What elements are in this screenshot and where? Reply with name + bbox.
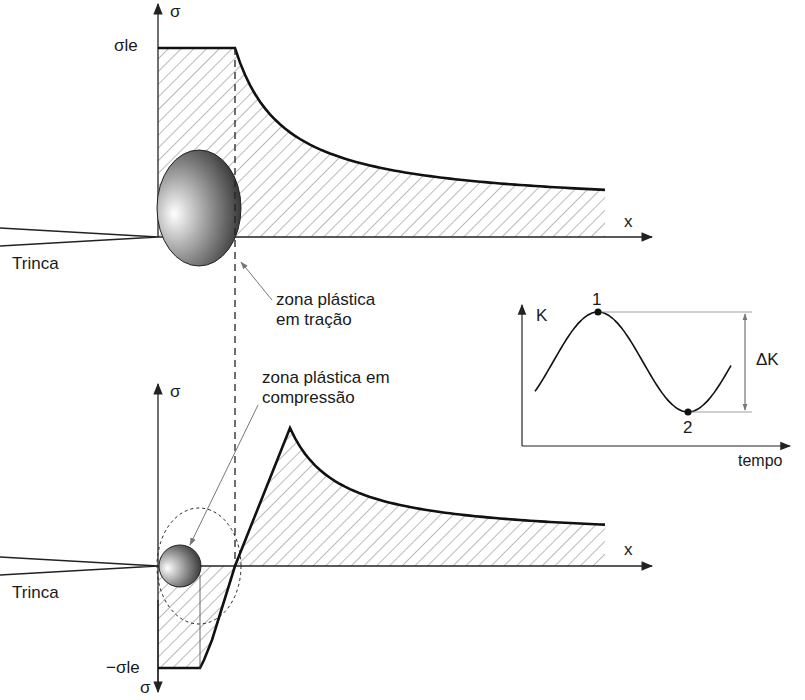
crack — [0, 557, 158, 575]
point-max — [595, 309, 602, 316]
point-number: 1 — [592, 290, 601, 310]
hatched-stress-area — [158, 428, 605, 668]
guide-line — [688, 412, 752, 413]
axis-label: tempo — [738, 452, 782, 470]
crack — [0, 228, 158, 246]
crack-label: Trinca — [12, 254, 59, 274]
tension-plot — [0, 4, 652, 300]
guide-line — [200, 575, 201, 668]
axis-label: x — [624, 212, 633, 232]
time-axis — [522, 445, 790, 446]
point-min — [685, 409, 692, 416]
axis-label: σ — [170, 382, 181, 402]
load-cycle-inset — [522, 305, 790, 446]
axis-label: K — [536, 306, 547, 326]
axis-label: x — [624, 540, 633, 560]
yield-stress-label: σle — [114, 36, 138, 56]
yield-stress-label: −σle — [106, 658, 140, 678]
axis-label: σ — [140, 678, 151, 698]
guide-line — [598, 312, 752, 313]
tension-plastic-zone — [157, 150, 241, 266]
delta-k-dimension — [745, 314, 746, 410]
axis-label: σ — [170, 2, 181, 22]
dashed-guide — [234, 48, 235, 566]
dimension-label: ΔK — [756, 350, 779, 370]
leader-line — [241, 262, 272, 300]
zone-callout: zona plástica em tração — [276, 290, 394, 329]
crack-label: Trinca — [12, 583, 59, 603]
compression-plastic-zone — [159, 545, 201, 587]
x-axis — [158, 565, 652, 566]
zone-callout: zona plástica em compressão — [262, 368, 394, 407]
compression-plot — [0, 384, 652, 692]
point-number: 2 — [683, 418, 692, 438]
leader-line — [190, 405, 258, 545]
stress-curve — [158, 428, 605, 668]
sigma-axis-down — [157, 600, 158, 692]
load-cycle-curve — [535, 312, 731, 412]
k-axis — [521, 305, 522, 446]
